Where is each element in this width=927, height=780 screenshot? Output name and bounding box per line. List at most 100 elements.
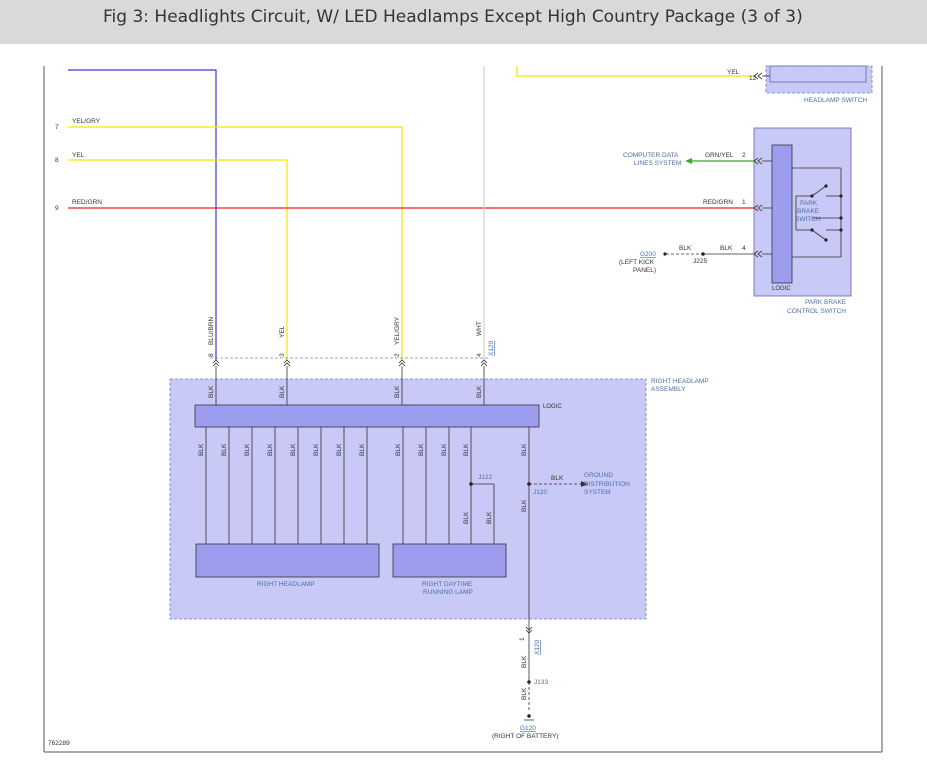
park-brake-logic-label: LOGIC bbox=[772, 286, 791, 292]
ground-dist-line3: SYSTEM bbox=[584, 489, 611, 496]
g120-desc: (RIGHT OF BATTERY) bbox=[492, 733, 558, 740]
arrow-computer-data bbox=[685, 158, 692, 164]
pb-internal-lines bbox=[762, 75, 772, 255]
pb-pin1-wire: RED/GRN bbox=[703, 199, 733, 206]
wire-yel-gry bbox=[68, 126, 403, 360]
ground-dist-wire: BLK bbox=[551, 475, 564, 482]
j120-label: J120 bbox=[533, 489, 547, 496]
connector-to-logic-lines bbox=[215, 366, 485, 405]
right-drl-label-line1: RIGHT DAYTIME bbox=[422, 581, 473, 588]
g120-label: G120 bbox=[520, 725, 536, 732]
conn-pin-3: 3 bbox=[279, 353, 286, 357]
conn-wire-wht: WHT bbox=[476, 321, 483, 336]
park-brake-switch-line1: PARK bbox=[800, 200, 818, 207]
park-brake-switch-line2: BRAKE bbox=[797, 208, 820, 215]
svg-text:BLK: BLK bbox=[521, 499, 528, 512]
park-brake-box bbox=[753, 127, 852, 297]
svg-text:BLK: BLK bbox=[279, 385, 286, 398]
hs-pin-label: 12 bbox=[749, 75, 757, 82]
svg-text:BLK: BLK bbox=[463, 511, 470, 524]
assembly-logic-label: LOGIC bbox=[543, 404, 562, 410]
pb-pin2-wire: GRN/YEL bbox=[705, 152, 734, 159]
svg-text:BLK: BLK bbox=[244, 443, 251, 456]
splice-j122 bbox=[469, 482, 473, 486]
park-brake-switch-line3: SWITCH bbox=[795, 216, 821, 223]
pb-pin2-num: 2 bbox=[742, 152, 746, 159]
svg-text:BLK: BLK bbox=[198, 443, 205, 456]
ground-dist-line2: DISTRIBUTION bbox=[584, 481, 630, 488]
conn-wire-blu-brn: BLU/BRN bbox=[208, 317, 215, 345]
bottom-pin: 1 bbox=[519, 637, 526, 641]
right-drl-label-line2: RUNNING LAMP bbox=[423, 589, 473, 596]
pb-pin4-wire: BLK bbox=[720, 245, 733, 252]
figure-id: 762289 bbox=[48, 740, 70, 747]
park-brake-switch-symbol bbox=[792, 167, 842, 258]
figure-title: Fig 3: Headlights Circuit, W/ LED Headla… bbox=[103, 7, 803, 27]
blk-labels-lower: BLK BLK BLK BLK BLK BLK BLK BLK BLK BLK … bbox=[198, 443, 528, 524]
wire-yel bbox=[68, 159, 288, 360]
conn-wire-yel-gry: YEL/GRY bbox=[394, 316, 401, 345]
wire-yel-headlamp-switch bbox=[516, 66, 754, 77]
conn-pin-4: 4 bbox=[476, 353, 483, 357]
left-pin-7-wire: YEL/GRY bbox=[72, 118, 101, 125]
headlamp-switch-inner bbox=[769, 65, 867, 83]
left-pin-8-wire: YEL bbox=[72, 152, 85, 159]
svg-text:BLK: BLK bbox=[359, 443, 366, 456]
svg-text:BLK: BLK bbox=[336, 443, 343, 456]
svg-text:BLK: BLK bbox=[394, 385, 401, 398]
svg-text:BLK: BLK bbox=[476, 385, 483, 398]
bottom-wire-2: BLK bbox=[521, 687, 528, 700]
assembly-logic-block bbox=[194, 404, 540, 428]
park-brake-label-line1: PARK BRAKE bbox=[805, 299, 847, 306]
conn-wire-yel: YEL bbox=[279, 325, 286, 338]
g200-line2: (LEFT KICK bbox=[619, 259, 655, 266]
assembly-label-line1: RIGHT HEADLAMP bbox=[651, 378, 709, 385]
computer-data-line1: COMPUTER DATA bbox=[623, 152, 679, 159]
blk-labels-upper: BLK BLK BLK BLK bbox=[208, 385, 483, 398]
left-pin-7-num: 7 bbox=[55, 124, 59, 131]
park-brake-label-line2: CONTROL SWITCH bbox=[787, 308, 846, 315]
arrow-ground-dist bbox=[581, 481, 588, 487]
j225-label: J225 bbox=[693, 258, 707, 265]
g200-line3: PANEL) bbox=[633, 267, 656, 274]
left-pin-9-wire: RED/GRN bbox=[72, 199, 102, 206]
figure-header: Fig 3: Headlights Circuit, W/ LED Headla… bbox=[0, 0, 927, 44]
wire-blu-brn bbox=[68, 69, 217, 360]
park-brake-switch-dots bbox=[810, 184, 843, 242]
ground-dist-line1: GROUND bbox=[584, 472, 613, 479]
g200-name: G200 bbox=[640, 251, 656, 258]
g200-symbol bbox=[663, 252, 667, 256]
headlamp-switch-label: HEADLAMP SWITCH bbox=[804, 97, 867, 104]
pb-connectors bbox=[753, 72, 763, 258]
hs-wire-label: YEL bbox=[727, 69, 740, 76]
park-brake-logic-block bbox=[771, 144, 793, 284]
conn-ref-x120: X120 bbox=[488, 340, 495, 356]
splice-j225 bbox=[701, 252, 705, 256]
connector-x120-pins bbox=[212, 359, 488, 367]
right-headlamp-block bbox=[195, 543, 380, 578]
computer-data-line2: LINES SYSTEM bbox=[634, 160, 681, 167]
svg-text:BLK: BLK bbox=[463, 443, 470, 456]
bottom-wire-1: BLK bbox=[521, 655, 528, 668]
j122-label: J122 bbox=[478, 474, 492, 481]
pb-pin1-num: 1 bbox=[742, 199, 746, 206]
svg-text:BLK: BLK bbox=[208, 385, 215, 398]
left-pin-8-num: 8 bbox=[55, 157, 59, 164]
ground-g120-symbol bbox=[527, 714, 531, 718]
left-pin-9-num: 9 bbox=[55, 205, 59, 212]
conn-pin-2: 2 bbox=[394, 353, 401, 357]
assembly-label-line2: ASSEMBLY bbox=[651, 386, 686, 393]
bottom-connector-ref: X120 bbox=[534, 639, 541, 655]
svg-text:BLK: BLK bbox=[521, 443, 528, 456]
svg-text:BLK: BLK bbox=[267, 443, 274, 456]
conn-pin-8: 8 bbox=[208, 353, 215, 357]
pb-pin4-num: 4 bbox=[742, 245, 746, 252]
headlamp-wires bbox=[205, 427, 530, 633]
right-drl-block bbox=[392, 543, 507, 578]
svg-text:BLK: BLK bbox=[221, 443, 228, 456]
svg-text:BLK: BLK bbox=[441, 443, 448, 456]
svg-text:BLK: BLK bbox=[486, 511, 493, 524]
svg-text:BLK: BLK bbox=[395, 443, 402, 456]
j133-label: J133 bbox=[534, 679, 548, 686]
